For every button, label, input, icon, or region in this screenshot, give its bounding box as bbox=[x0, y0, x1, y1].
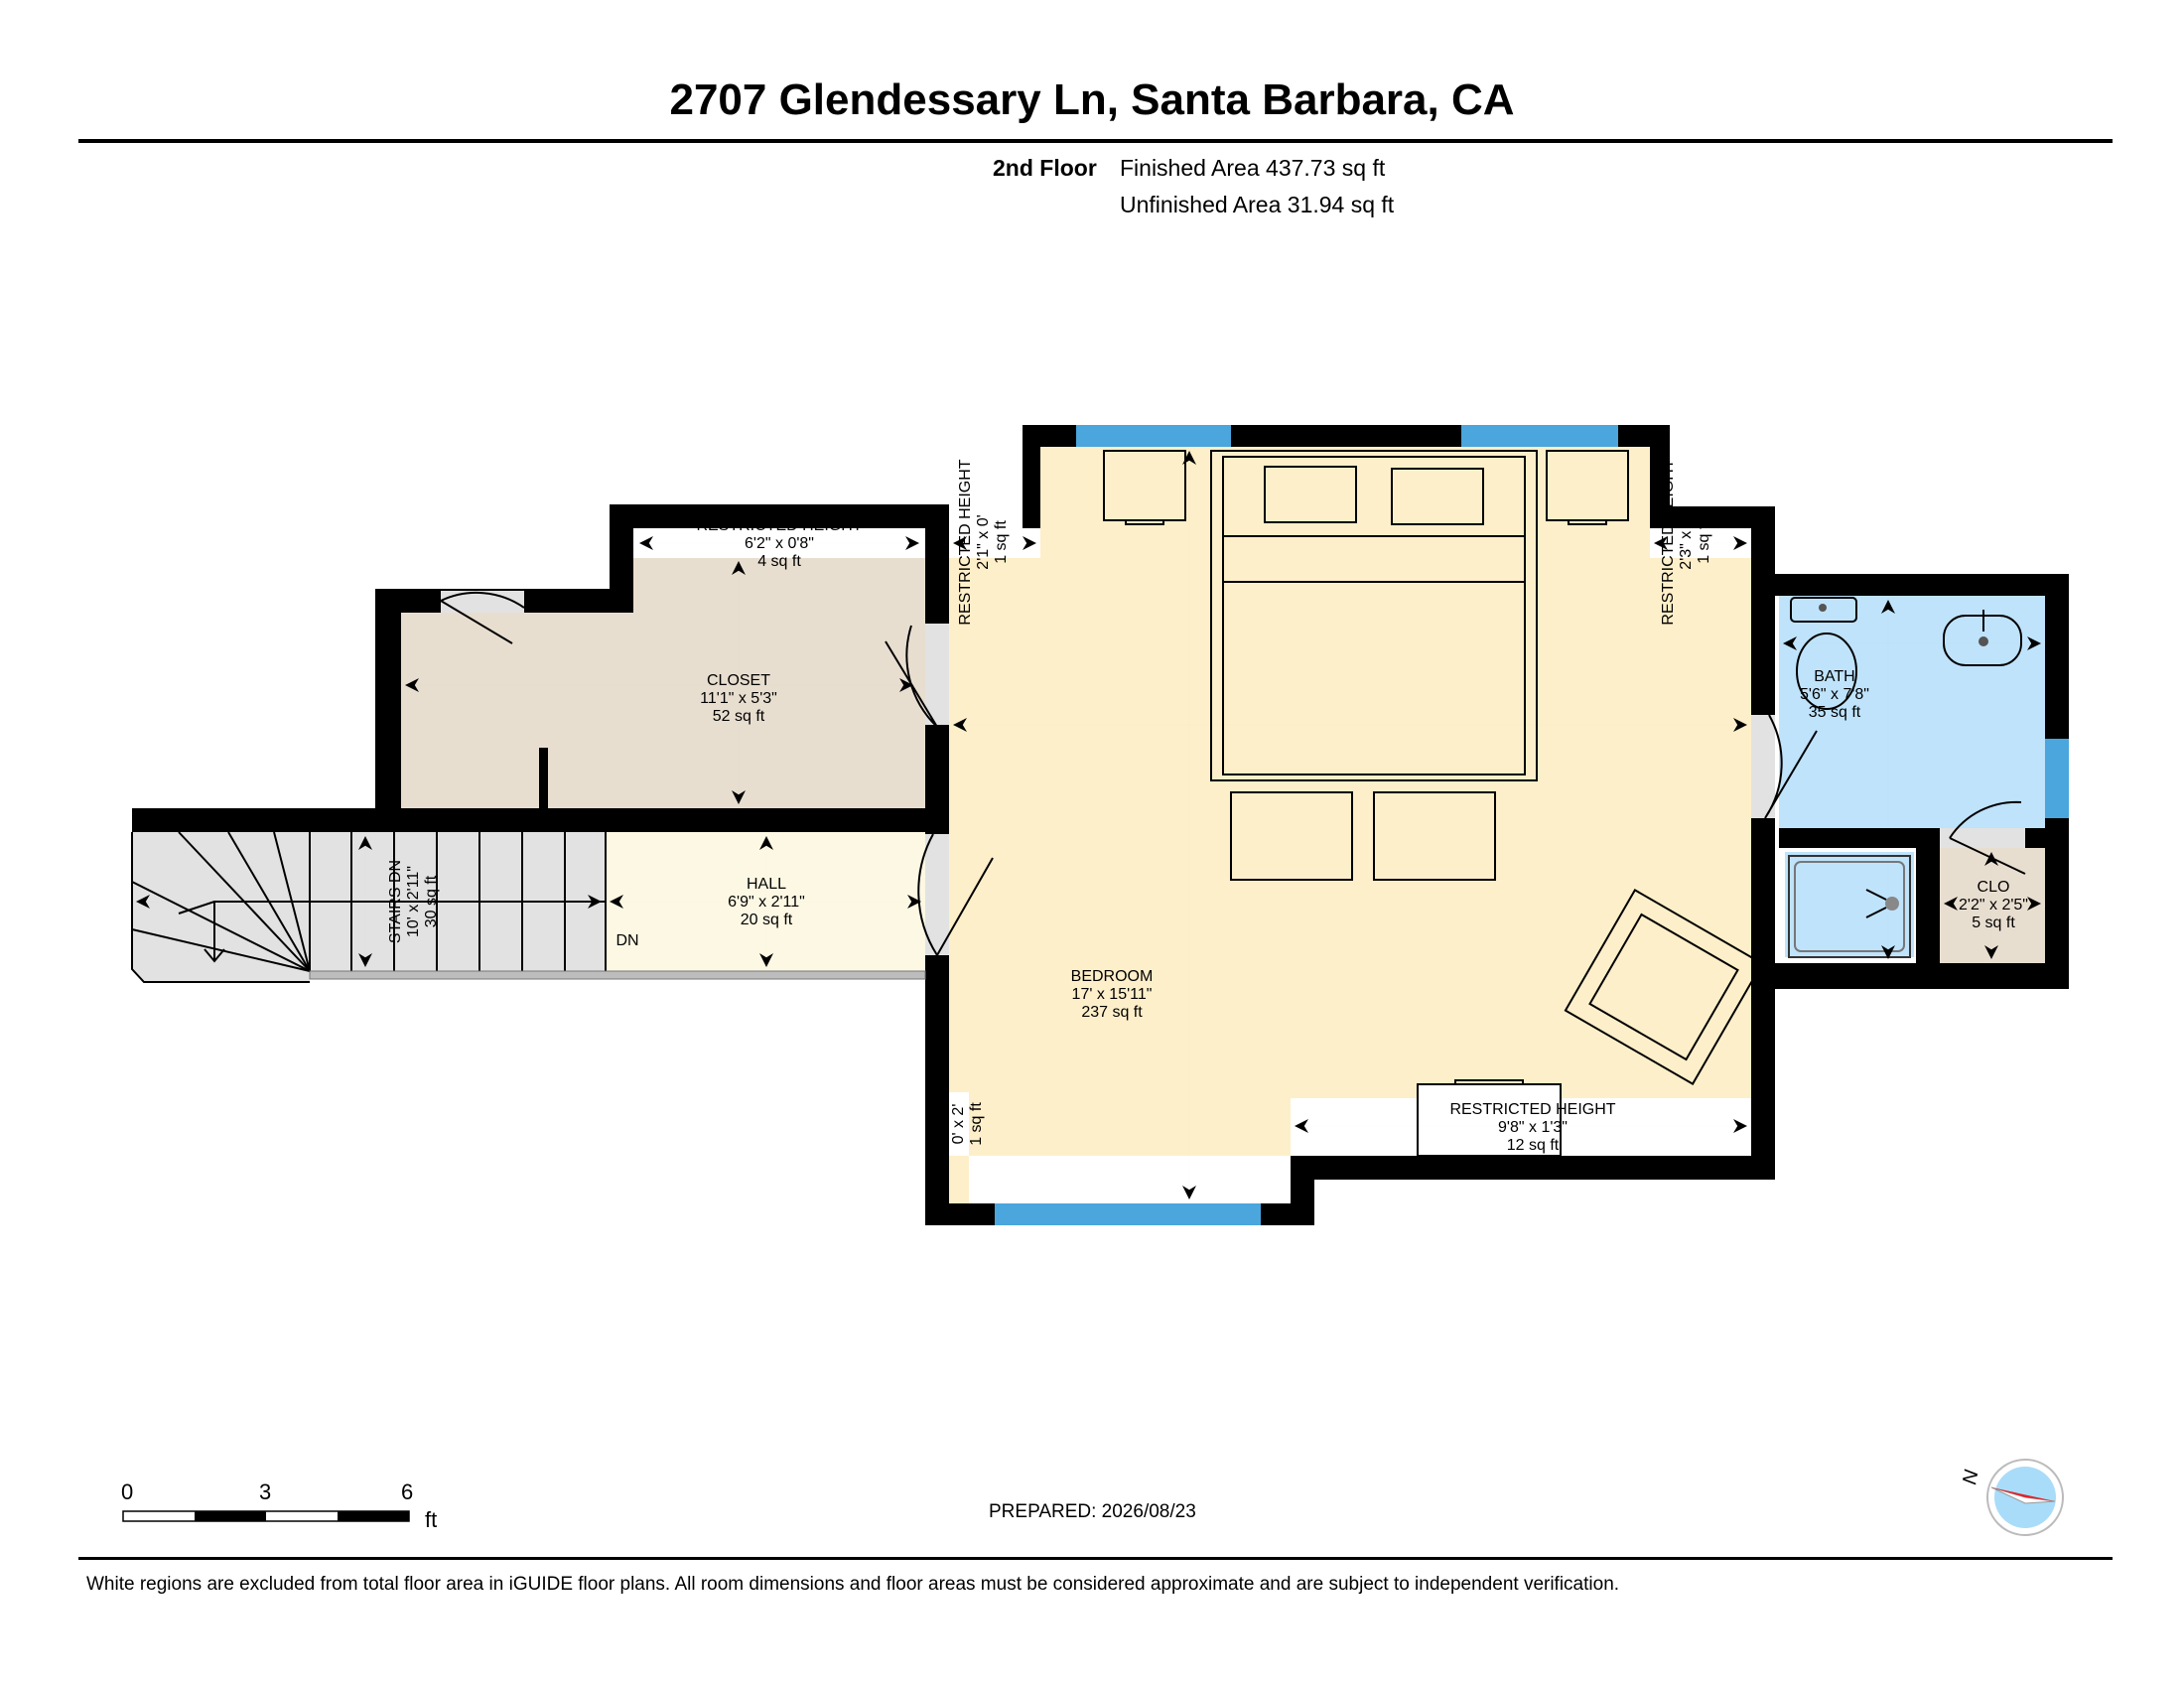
dimension-arrows bbox=[136, 451, 2041, 1199]
compass: N bbox=[1959, 1459, 2064, 1536]
rh-right-area: 1 sq ft bbox=[1696, 520, 1712, 564]
rh-corner-dims: 0' x 2' bbox=[950, 1104, 967, 1145]
windows bbox=[995, 425, 2069, 1225]
rh-right-dims: 2'3" x 0' bbox=[1678, 514, 1695, 569]
disclaimer-text: White regions are excluded from total fl… bbox=[86, 1574, 1620, 1595]
bath-name: BATH bbox=[1814, 668, 1854, 685]
page-title: 2707 Glendessary Ln, Santa Barbara, CA bbox=[669, 75, 1515, 124]
floor-name: 2nd Floor bbox=[993, 155, 1097, 181]
stairs-area: 30 sq ft bbox=[423, 875, 440, 927]
rh-bottom-name: RESTRICTED HEIGHT bbox=[1449, 1101, 1615, 1118]
window-top-right bbox=[1461, 425, 1618, 447]
rh-left-name: RESTRICTED HEIGHT bbox=[957, 459, 974, 625]
bedroom-name: BEDROOM bbox=[1071, 968, 1154, 985]
bath-floor bbox=[1779, 596, 2045, 828]
stairs-dims: 10' x 2'11" bbox=[405, 866, 422, 937]
closet-dims: 11'1" x 5'3" bbox=[700, 690, 777, 707]
rh-closet-dims: 6'2" x 0'8" bbox=[745, 535, 814, 552]
scale-unit: ft bbox=[425, 1507, 438, 1532]
clo-area: 5 sq ft bbox=[1972, 914, 2015, 931]
bath-dims: 5'6" x 7'8" bbox=[1800, 686, 1869, 703]
compass-north-label: N bbox=[1959, 1468, 1982, 1486]
window-top-left bbox=[1076, 425, 1231, 447]
bed bbox=[1210, 450, 1538, 781]
armchair bbox=[1564, 889, 1764, 1085]
rh-bottom-dims: 9'8" x 1'3" bbox=[1498, 1119, 1568, 1136]
bedroom-floor bbox=[949, 447, 1751, 1203]
rh-strip-bed-corner bbox=[949, 1092, 969, 1156]
rh-left-dims: 2'1" x 0' bbox=[975, 514, 992, 569]
bath-area: 35 sq ft bbox=[1809, 704, 1861, 721]
closet-area: 52 sq ft bbox=[713, 708, 765, 725]
title-rule bbox=[78, 139, 2113, 143]
closet-name: CLOSET bbox=[707, 672, 770, 689]
clo-name: CLO bbox=[1978, 879, 2010, 896]
unfinished-area: Unfinished Area 31.94 sq ft bbox=[1120, 192, 1395, 217]
bedroom-dims: 17' x 15'11" bbox=[1072, 986, 1153, 1003]
hall-area: 20 sq ft bbox=[741, 912, 793, 928]
toilet bbox=[1790, 597, 1857, 710]
ottoman-left bbox=[1230, 791, 1353, 881]
window-bath bbox=[2045, 739, 2069, 818]
rh-closet-area: 4 sq ft bbox=[757, 553, 801, 570]
scale-tick-3: 3 bbox=[259, 1479, 272, 1504]
finished-area: Finished Area 437.73 sq ft bbox=[1120, 155, 1386, 181]
bedroom-area: 237 sq ft bbox=[1081, 1004, 1143, 1021]
stairs-down-label: DN bbox=[615, 932, 638, 949]
doors bbox=[440, 591, 2026, 956]
scale-tick-6: 6 bbox=[401, 1479, 414, 1504]
ottoman-right bbox=[1373, 791, 1496, 881]
room-labels: CLOSET 11'1" x 5'3" 52 sq ft HALL 6'9" x… bbox=[387, 459, 2028, 1154]
rh-bottom-area: 12 sq ft bbox=[1507, 1137, 1560, 1154]
rh-closet-name: RESTRICTED HEIGHT bbox=[696, 517, 862, 534]
hall-name: HALL bbox=[747, 876, 786, 893]
scale-bar bbox=[122, 1510, 410, 1522]
footer-rule bbox=[78, 1557, 2113, 1560]
prepared-date: PREPARED: 2026/08/23 bbox=[989, 1501, 1196, 1522]
rh-right-name: RESTRICTED HEIGHT bbox=[1660, 459, 1677, 625]
stairs-name: STAIRS DN bbox=[387, 860, 404, 943]
clo-dims: 2'2" x 2'5" bbox=[1959, 897, 2028, 914]
rh-left-area: 1 sq ft bbox=[993, 520, 1010, 564]
window-bottom bbox=[995, 1203, 1261, 1225]
scale-tick-0: 0 bbox=[121, 1479, 134, 1504]
stairs-floor bbox=[132, 832, 606, 982]
rh-corner-area: 1 sq ft bbox=[968, 1102, 985, 1146]
hall-dims: 6'9" x 2'11" bbox=[728, 894, 805, 911]
